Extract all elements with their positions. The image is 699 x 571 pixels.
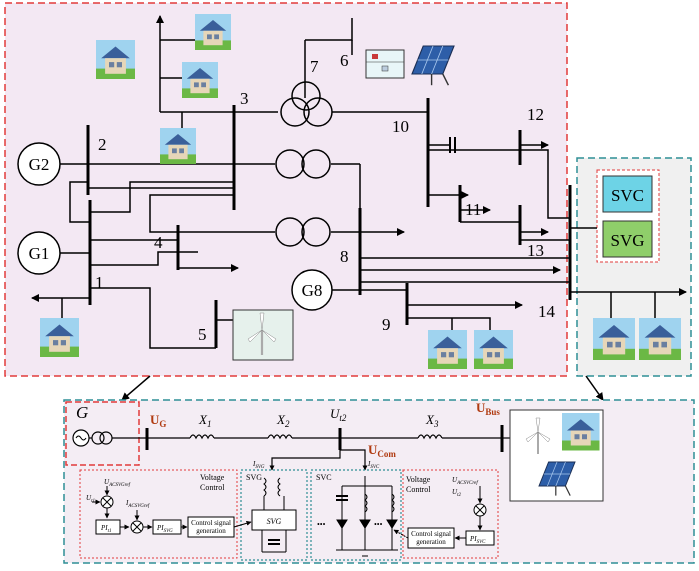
generator-icon [72, 429, 90, 447]
wind-turbine-icon [247, 312, 277, 355]
transformer-icon [263, 477, 281, 497]
svg-dc-link [261, 496, 287, 553]
isvc-label: ISVC [367, 460, 380, 470]
house-icon [428, 330, 467, 369]
svg-converter-label: SVG [267, 517, 282, 526]
x2-label: X2 [276, 412, 290, 429]
transformer-icon [275, 217, 331, 247]
summing-x-icon [475, 505, 485, 515]
ug-label: UG [150, 412, 166, 429]
svg-converter-block [251, 509, 297, 531]
ucom-label: UCom [368, 442, 396, 459]
bus-6-label: 6 [340, 51, 349, 70]
csg-left-line1: Control signal [191, 519, 231, 527]
vc-left-line1: Voltage [200, 473, 225, 482]
svc-voltage-control-frame [402, 469, 499, 559]
house-icon [40, 318, 79, 357]
bus-14-label: 14 [538, 302, 556, 321]
svc-region-tag: SVC [316, 473, 332, 482]
three-winding-transformer-icon [280, 81, 333, 127]
ut2-right-label: Ut2 [452, 488, 461, 498]
house-icon [182, 62, 218, 98]
arrow-icon [121, 375, 151, 401]
generator-icon [17, 231, 61, 275]
svg-voltage-control-frame [79, 469, 238, 559]
arrow-icon [585, 375, 604, 401]
network-lines [31, 15, 687, 349]
bus-4-label: 4 [154, 233, 163, 252]
bus-8-label: 8 [340, 247, 349, 266]
bus-5-label: 5 [198, 325, 207, 344]
gen-g2-label: G2 [29, 155, 50, 174]
vc-left-line2: Control [200, 483, 225, 492]
bus-13-label: 13 [527, 241, 544, 260]
vc-right-line1: Voltage [406, 475, 431, 484]
svg-region-frame [240, 469, 308, 561]
svc-block [602, 175, 653, 213]
generator-icon [17, 142, 61, 186]
bus-7-label: 7 [310, 57, 319, 76]
house-icon [160, 128, 197, 164]
gen-g-label: G [76, 403, 88, 422]
svc-dots-left: ••• [317, 520, 326, 529]
summing-x-icon [102, 497, 112, 507]
bus-1-label: 1 [95, 273, 104, 292]
svg-region-tag: SVG [246, 473, 262, 482]
house-icon [593, 318, 635, 360]
svg-block [602, 220, 653, 258]
main-line [89, 425, 510, 452]
house-icon [195, 14, 231, 50]
bus-3-label: 3 [240, 89, 249, 108]
generator-icon [291, 269, 333, 311]
svc-label: SVC [611, 186, 644, 205]
ubus-label: UBus [476, 400, 500, 417]
uref-right-label: UACSVCref [452, 476, 478, 486]
pi-svg-label: PISVG [156, 524, 173, 534]
uref-left-label: UACSVGref [104, 478, 131, 488]
iref-label: IACSVGref [125, 499, 150, 509]
csg-right-line2: generation [416, 538, 446, 546]
vc-right-line2: Control [406, 485, 431, 494]
bus-2-label: 2 [98, 135, 107, 154]
bus-11-label: 11 [465, 200, 481, 219]
house-icon [562, 413, 600, 451]
house-icon [96, 40, 135, 79]
storage-building-icon [365, 49, 405, 79]
transformer-icon [275, 149, 331, 179]
gen-g8-label: G8 [302, 281, 323, 300]
gen-g1-label: G1 [29, 244, 50, 263]
svc-dots-right: ••• [374, 520, 383, 529]
pi-svc-label: PISVC [469, 535, 486, 545]
x1-label: X1 [198, 412, 211, 429]
house-icon [639, 318, 681, 360]
capacitor-icon [449, 137, 456, 153]
bus-12-label: 12 [527, 105, 544, 124]
csg-left-line2: generation [196, 527, 226, 535]
ut2-label: Ut2 [330, 406, 347, 423]
bus-10-label: 10 [392, 117, 409, 136]
summing-x-icon [132, 522, 142, 532]
svc-circuit [336, 476, 398, 557]
house-icon [474, 330, 513, 369]
wind-turbine-icon [525, 417, 551, 454]
feeder-lines [269, 448, 368, 471]
pi-t1-label: PIt1 [100, 524, 112, 534]
isvg-label: ISVG [252, 460, 265, 470]
x3-label: X3 [425, 412, 439, 429]
bus-9-label: 9 [382, 315, 391, 334]
csg-right-line1: Control signal [411, 530, 451, 538]
svc-region-frame [310, 469, 402, 561]
svg-label: SVG [610, 231, 644, 250]
